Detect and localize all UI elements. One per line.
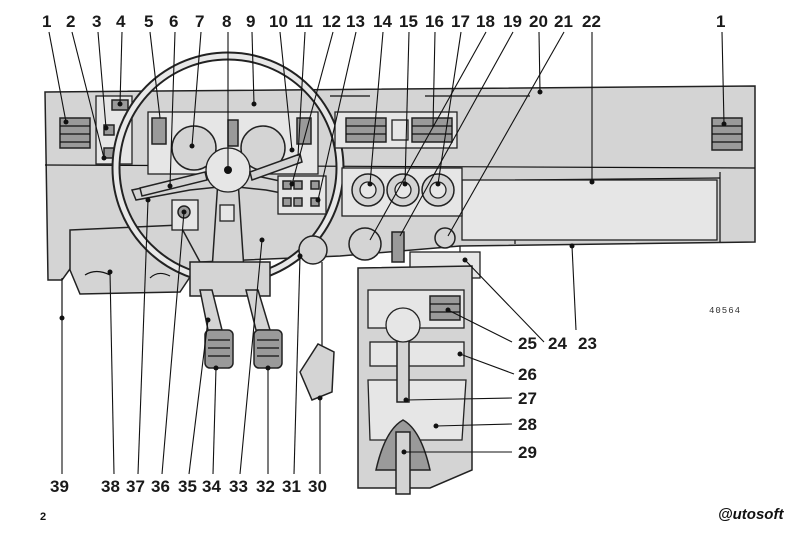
callout-number: 19 [503,12,522,31]
callout-number: 16 [425,12,444,31]
page-number: 2 [40,511,47,523]
lower-dial-center [348,227,382,261]
cigar-lighter [434,227,456,249]
callout-number: 25 [518,334,537,353]
callout-number: 38 [101,477,120,496]
callout-number: 27 [518,389,537,408]
callout-number: 4 [116,12,126,31]
callout-number: 11 [295,12,313,31]
callout-number: 24 [548,334,567,353]
callout-number: 14 [373,12,392,31]
callouts-right: 25 24 23 26 27 28 29 [518,334,597,462]
brand-watermark: @utosoft [718,506,784,523]
callout-number: 33 [229,477,248,496]
callout-number: 35 [178,477,197,496]
center-vents [334,111,458,149]
callout-number: 32 [256,477,275,496]
callout-number: 39 [50,477,69,496]
leader-lines [48,31,725,475]
callout-number: 2 [66,12,75,31]
callouts-bottom: 39 38 37 36 35 34 33 32 31 30 [50,477,327,496]
callout-number: 28 [518,415,537,434]
center-console [357,265,473,489]
lower-dial-left [298,235,328,265]
callout-number: 18 [476,12,495,31]
callout-number: 37 [126,477,145,496]
clutch-pedal [199,289,234,369]
lower-slider [391,231,405,263]
callout-number: 17 [451,12,470,31]
callout-number: 9 [246,12,255,31]
callout-number: 1 [716,12,725,31]
callout-number: 1 [42,12,51,31]
gear-lever [375,307,431,495]
callout-number: 8 [222,12,231,31]
right-side-vent [711,117,743,151]
heater-controls [341,167,463,217]
leader-dots [59,89,727,455]
callout-number: 12 [322,12,341,31]
callout-number: 29 [518,443,537,462]
callout-number: 21 [554,12,573,31]
callout-number: 3 [92,12,101,31]
right-stalk [249,153,303,181]
callout-number: 10 [269,12,288,31]
callout-number: 31 [282,477,301,496]
callout-number: 7 [195,12,204,31]
callout-number: 23 [578,334,597,353]
accelerator-pedal [299,262,335,401]
callout-number: 26 [518,365,537,384]
reference-code: 40564 [709,306,742,316]
left-stalk [139,171,208,197]
switch-panel-right [277,175,327,215]
callout-number: 13 [346,12,365,31]
callout-number: 6 [169,12,178,31]
callouts-top: 1 2 3 4 5 6 7 8 9 10 11 12 13 14 15 16 1… [42,12,725,31]
callout-number: 20 [529,12,548,31]
callout-number: 22 [582,12,601,31]
callout-number: 30 [308,477,327,496]
callout-number: 34 [202,477,221,496]
callout-number: 36 [151,477,170,496]
callout-number: 5 [144,12,153,31]
callout-number: 15 [399,12,418,31]
